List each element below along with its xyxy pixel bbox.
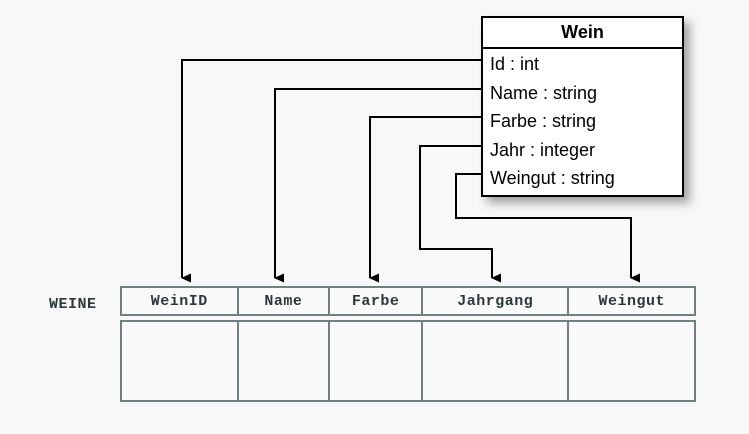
relational-table: WeinID Name Farbe Jahrgang Weingut: [120, 286, 696, 402]
column-header-label: Weingut: [598, 292, 665, 310]
table-row: [120, 320, 696, 402]
class-attribute-name: Name : string: [490, 82, 598, 103]
table-cell-jahrgang[interactable]: [423, 322, 570, 400]
column-header-label: Farbe: [351, 292, 400, 310]
connector-name-to-name: [274, 88, 481, 283]
table-cell-name[interactable]: [239, 322, 331, 400]
table-cell-farbe[interactable]: [330, 322, 423, 400]
table-name-label: WEINE: [49, 296, 97, 313]
column-header-farbe[interactable]: Farbe: [330, 288, 423, 314]
column-header-weingut[interactable]: Weingut: [569, 288, 694, 314]
class-attribute-weingut: Weingut : string: [490, 168, 615, 188]
connector-id-to-weinid: [181, 59, 481, 283]
class-attribute-farbe: Farbe : string: [490, 111, 597, 131]
class-attribute-jahr: Jahr : integer: [490, 139, 596, 160]
column-header-label: Jahrgang: [457, 292, 534, 310]
column-header-jahrgang[interactable]: Jahrgang: [423, 288, 570, 314]
class-attribute-id: Id : int: [490, 54, 540, 74]
column-header-weinid[interactable]: WeinID: [122, 288, 239, 314]
table-header-row: WeinID Name Farbe Jahrgang Weingut: [120, 286, 696, 316]
class-attribute-list: Id : int Name : string Farbe : string Ja…: [483, 49, 682, 195]
table-cell-weinid[interactable]: [122, 322, 239, 400]
column-header-name[interactable]: Name: [239, 288, 331, 314]
column-header-label: Name: [264, 292, 303, 310]
column-header-label: WeinID: [150, 292, 208, 310]
class-name: Wein: [483, 18, 682, 49]
uml-class-box[interactable]: Wein Id : int Name : string Farbe : stri…: [481, 16, 684, 197]
connector-farbe-to-farbe: [369, 116, 481, 283]
table-cell-weingut[interactable]: [569, 322, 694, 400]
